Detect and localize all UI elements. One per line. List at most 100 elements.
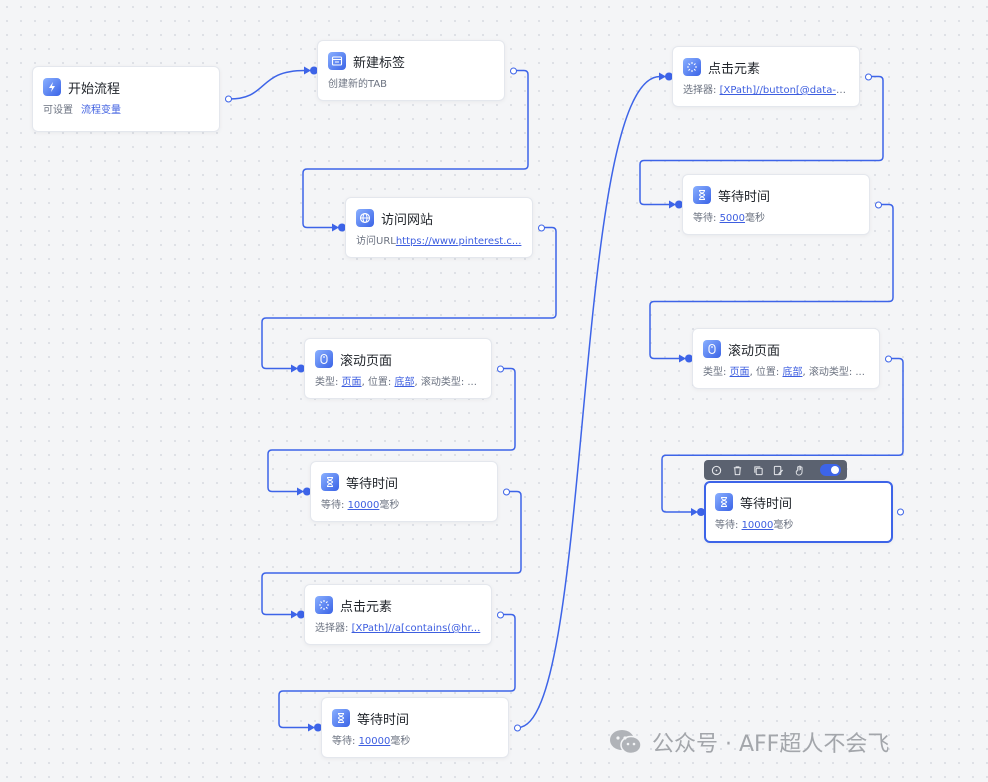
node-description: 等待: 10000毫秒 (332, 732, 498, 747)
hourglass-icon (693, 186, 711, 204)
mouse-icon (315, 350, 333, 368)
flow-node-wait-2[interactable]: 等待时间等待: 10000毫秒 (321, 697, 521, 758)
node-title: 访问网站 (381, 212, 434, 228)
flow-node-visit-site[interactable]: 访问网站访问URLhttps://www.pinterest.c... (345, 197, 545, 258)
output-port[interactable] (497, 611, 504, 618)
arrow-icon (691, 508, 698, 516)
node-param-label: , 滚动类型: ... (414, 377, 477, 388)
flow-node-new-tab[interactable]: 新建标签创建新的TAB (317, 40, 517, 101)
enable-toggle[interactable] (819, 464, 842, 476)
node-param-value[interactable]: [XPath]//button[@data-t... (719, 85, 849, 96)
arrow-icon (308, 723, 315, 732)
delete-icon[interactable] (731, 463, 745, 477)
node-param-value[interactable]: 10000 (741, 520, 774, 531)
click-icon (315, 596, 333, 614)
node-param-value[interactable]: 流程变量 (81, 105, 121, 116)
output-port[interactable] (885, 355, 892, 362)
edit-icon[interactable] (772, 463, 786, 477)
node-param-label: 创建新的TAB (328, 79, 388, 90)
flow-node-click-2[interactable]: 点击元素选择器: [XPath]//button[@data-t... (672, 46, 872, 107)
node-param-label: , 位置: (749, 367, 783, 378)
node-param-value[interactable]: 页面 (341, 377, 362, 388)
node-param-label: 等待: (332, 736, 359, 747)
info-icon[interactable] (710, 463, 724, 477)
arrow-icon (332, 223, 339, 232)
copy-icon[interactable] (751, 463, 765, 477)
tab-icon (328, 52, 346, 70)
node-param-label: 毫秒 (379, 500, 400, 511)
node-title: 等待时间 (740, 496, 793, 512)
node-param-value[interactable]: 5000 (719, 213, 746, 224)
flow-node-scroll-2[interactable]: 滚动页面类型: 页面, 位置: 底部, 滚动类型: ... (692, 328, 892, 389)
node-param-label: 访问URL (356, 236, 396, 247)
node-param-label: 等待: (715, 520, 742, 531)
node-param-value[interactable]: 页面 (729, 367, 750, 378)
output-port[interactable] (225, 95, 232, 103)
node-title: 等待时间 (357, 712, 410, 728)
click-icon (683, 58, 701, 76)
arrow-icon (291, 610, 298, 619)
watermark-text: 公众号 · AFF超人不会飞 (652, 732, 890, 757)
node-title: 等待时间 (346, 476, 399, 492)
arrow-icon (679, 354, 686, 363)
arrow-icon (669, 200, 676, 209)
node-header: 新建标签 (328, 50, 494, 72)
flow-node-scroll-1[interactable]: 滚动页面类型: 页面, 位置: 底部, 滚动类型: ... (304, 338, 504, 399)
node-param-label: 类型: (703, 367, 730, 378)
node-param-label: 毫秒 (390, 736, 411, 747)
output-port[interactable] (514, 724, 521, 731)
wire-start-newtab (228, 69, 306, 100)
output-port[interactable] (510, 67, 517, 74)
output-port[interactable] (897, 508, 904, 516)
node-toolbar (704, 460, 847, 480)
node-description: 选择器: [XPath]//button[@data-t... (683, 81, 849, 96)
node-param-label: 选择器: (315, 623, 352, 634)
node-param-value[interactable]: 底部 (782, 367, 803, 378)
node-description: 类型: 页面, 位置: 底部, 滚动类型: ... (315, 373, 481, 388)
output-port[interactable] (875, 201, 882, 208)
wire-wait-click2 (517, 75, 661, 729)
node-param-label: 类型: (315, 377, 342, 388)
node-param-label: 等待: (321, 500, 348, 511)
hourglass-icon (321, 473, 339, 491)
node-title: 新建标签 (353, 55, 406, 71)
node-header: 滚动页面 (315, 348, 481, 370)
node-param-label: 选择器: (683, 85, 720, 96)
node-description: 等待: 10000毫秒 (321, 496, 487, 511)
node-description: 类型: 页面, 位置: 底部, 滚动类型: ... (703, 363, 869, 378)
node-header: 等待时间 (693, 184, 859, 206)
node-param-value[interactable]: 底部 (394, 377, 415, 388)
output-port[interactable] (497, 365, 504, 372)
hourglass-icon (715, 493, 733, 511)
globe-icon (356, 209, 374, 227)
node-param-value[interactable]: https://www.pinterest.c... (395, 236, 522, 247)
node-param-value[interactable]: [XPath]//a[contains(@hr... (351, 623, 481, 634)
arrow-icon (297, 487, 304, 496)
output-port[interactable] (538, 224, 545, 231)
node-header: 等待时间 (715, 491, 882, 513)
node-header: 开始流程 (43, 76, 209, 98)
output-port[interactable] (865, 73, 872, 80)
node-header: 滚动页面 (703, 338, 869, 360)
node-description: 等待: 5000毫秒 (693, 209, 859, 224)
wechat-icon (610, 730, 642, 755)
flow-node-wait-1[interactable]: 等待时间等待: 10000毫秒 (310, 461, 510, 522)
hourglass-icon (332, 709, 350, 727)
node-description: 选择器: [XPath]//a[contains(@hr... (315, 619, 481, 634)
node-param-label: , 滚动类型: ... (802, 367, 865, 378)
node-param-value[interactable]: 10000 (347, 500, 380, 511)
output-port[interactable] (503, 488, 510, 495)
node-title: 滚动页面 (340, 353, 393, 369)
flow-node-wait-3[interactable]: 等待时间等待: 5000毫秒 (682, 174, 882, 235)
flow-node-click-1[interactable]: 点击元素选择器: [XPath]//a[contains(@hr... (304, 584, 504, 645)
arrow-icon (659, 72, 666, 81)
flow-node-start[interactable]: 开始流程可设置流程变量 (32, 66, 232, 132)
node-param-label: 可设置 (43, 105, 73, 116)
lightning-icon (43, 78, 61, 96)
hand-icon[interactable] (793, 463, 807, 477)
node-description: 可设置流程变量 (43, 101, 209, 116)
node-param-value[interactable]: 10000 (358, 736, 391, 747)
flow-node-wait-4[interactable]: 等待时间等待: 10000毫秒 (704, 481, 904, 543)
node-param-label: 毫秒 (745, 213, 766, 224)
arrow-icon (291, 364, 298, 373)
